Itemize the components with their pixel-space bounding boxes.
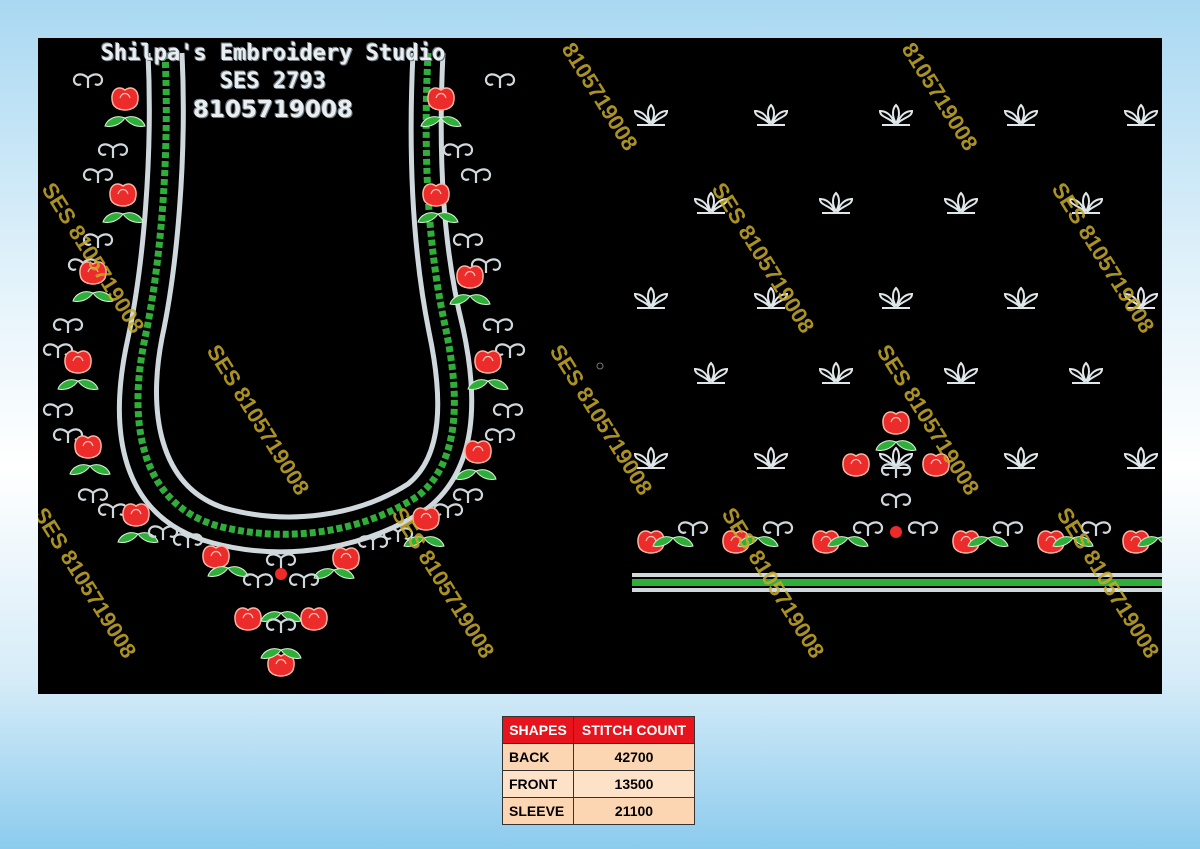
motif-icon xyxy=(1004,287,1038,309)
motif-icon xyxy=(819,192,853,214)
count-cell: 21100 xyxy=(573,797,695,825)
motif-icon xyxy=(819,362,853,384)
studio-phone: 8105719008 xyxy=(192,97,354,123)
motif-icon xyxy=(944,192,978,214)
scroll-icon xyxy=(677,521,709,538)
shape-cell: FRONT xyxy=(502,770,574,798)
table-row: SLEEVE 21100 xyxy=(502,797,695,825)
table-row: BACK 42700 xyxy=(502,743,695,771)
motif-icon xyxy=(879,104,913,126)
scroll-icon xyxy=(992,521,1024,538)
scroll-icon xyxy=(762,521,794,538)
scroll-icon xyxy=(852,521,884,538)
motif-icon xyxy=(1124,104,1158,126)
stitch-count-column-header: STITCH COUNT xyxy=(573,716,695,744)
motif-icon xyxy=(1004,104,1038,126)
table-header-row: SHAPES STITCH COUNT xyxy=(502,716,695,744)
studio-header: Shilpa's Embroidery Studio SES 2793 8105… xyxy=(83,40,463,124)
motif-icon xyxy=(754,447,788,469)
motif-icon xyxy=(634,287,668,309)
count-cell: 13500 xyxy=(573,770,695,798)
sleeve-border xyxy=(632,411,1162,592)
motif-icon xyxy=(634,104,668,126)
motif-icon xyxy=(1069,362,1103,384)
shape-cell: SLEEVE xyxy=(502,797,574,825)
neckline-border xyxy=(117,52,475,555)
motif-icon xyxy=(1124,447,1158,469)
right-floral-vine xyxy=(313,73,526,580)
motif-icon xyxy=(1004,447,1038,469)
stitch-count-table: SHAPES STITCH COUNT BACK 42700 FRONT 135… xyxy=(502,716,695,825)
shapes-column-header: SHAPES xyxy=(502,716,574,744)
table-row: FRONT 13500 xyxy=(502,770,695,798)
motif-icon xyxy=(694,362,728,384)
neck-pendant xyxy=(234,553,328,677)
motif-icon xyxy=(944,362,978,384)
shape-cell: BACK xyxy=(502,743,574,771)
count-cell: 42700 xyxy=(573,743,695,771)
motif-icon xyxy=(754,104,788,126)
scroll-icon xyxy=(907,521,939,538)
embroidery-design-panel: Shilpa's Embroidery Studio SES 2793 8105… xyxy=(38,38,1162,694)
embroidery-artwork xyxy=(42,52,1162,677)
motif-icon xyxy=(879,287,913,309)
studio-name: Shilpa's Embroidery Studio xyxy=(100,41,446,66)
design-code: SES 2793 xyxy=(220,69,326,94)
center-marker xyxy=(596,362,604,370)
